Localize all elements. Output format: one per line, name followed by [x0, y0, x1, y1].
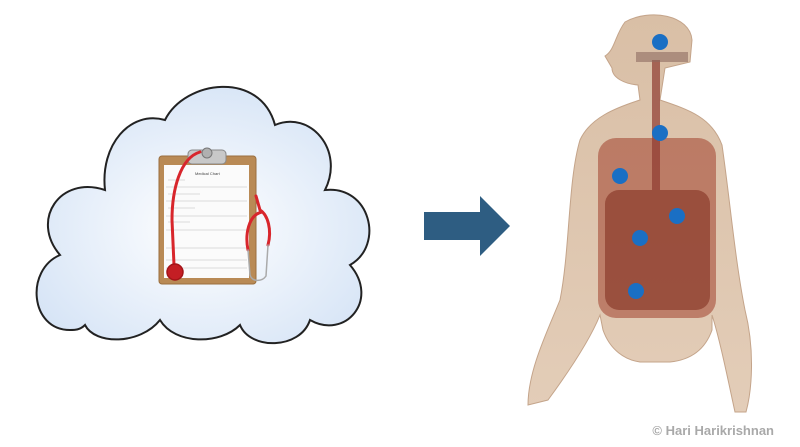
stethoscope-icon — [166, 150, 272, 282]
marker-esophagus[interactable] — [652, 125, 668, 141]
marker-intestine[interactable] — [628, 283, 644, 299]
marker-duodenum[interactable] — [632, 230, 648, 246]
human-body-figure — [527, 14, 753, 413]
marker-mouth[interactable] — [652, 34, 668, 50]
clipboard-icon: Medical Chart — [158, 147, 257, 285]
marker-liver[interactable] — [612, 168, 628, 184]
esophagus — [652, 60, 660, 190]
mouth-cavity — [636, 52, 688, 62]
copyright-text: © Hari Harikrishnan — [652, 423, 774, 438]
marker-stomach[interactable] — [669, 208, 685, 224]
right-arrow-icon — [424, 196, 510, 256]
abdomen-organs — [605, 190, 710, 310]
chart-title: Medical Chart — [195, 171, 221, 176]
organ-markers — [612, 34, 685, 299]
